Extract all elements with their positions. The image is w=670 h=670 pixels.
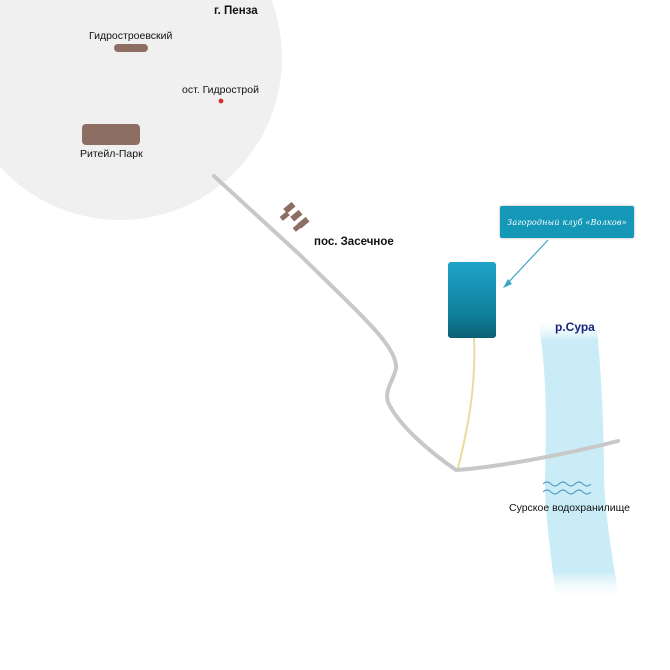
house-icon [292, 222, 303, 232]
country-club-sign-text: Загородный клуб «Волков» [507, 217, 627, 227]
city-title: г. Пенза [214, 5, 258, 17]
country-club-building[interactable] [448, 262, 496, 338]
water-waves-icon [542, 481, 592, 495]
river-sura [538, 318, 620, 600]
reservoir-label: Сурское водохранилище [509, 502, 630, 514]
sign-pointer [504, 239, 549, 287]
house-icon [279, 211, 290, 221]
house-icon [283, 201, 296, 214]
settlement-houses [279, 201, 310, 232]
district-retail-park-block [82, 124, 140, 145]
sign-pointer-arrow-icon [503, 279, 512, 288]
district-label-hydrostroy: Гидростроевский [89, 30, 173, 42]
house-icon [290, 209, 303, 222]
bus-stop-marker [218, 98, 224, 104]
district-hydrostroy-block [114, 44, 148, 52]
access-road [457, 337, 476, 469]
city-zone [0, 0, 282, 220]
main-road [212, 174, 620, 472]
district-label-retail-park: Ритейл-Парк [80, 148, 143, 160]
settlement-label: пос. Засечное [314, 236, 394, 248]
country-club-sign[interactable]: Загородный клуб «Волков» [500, 206, 634, 238]
bus-stop-label: ост. Гидрострой [182, 84, 259, 96]
river-label: р.Сура [555, 320, 595, 334]
